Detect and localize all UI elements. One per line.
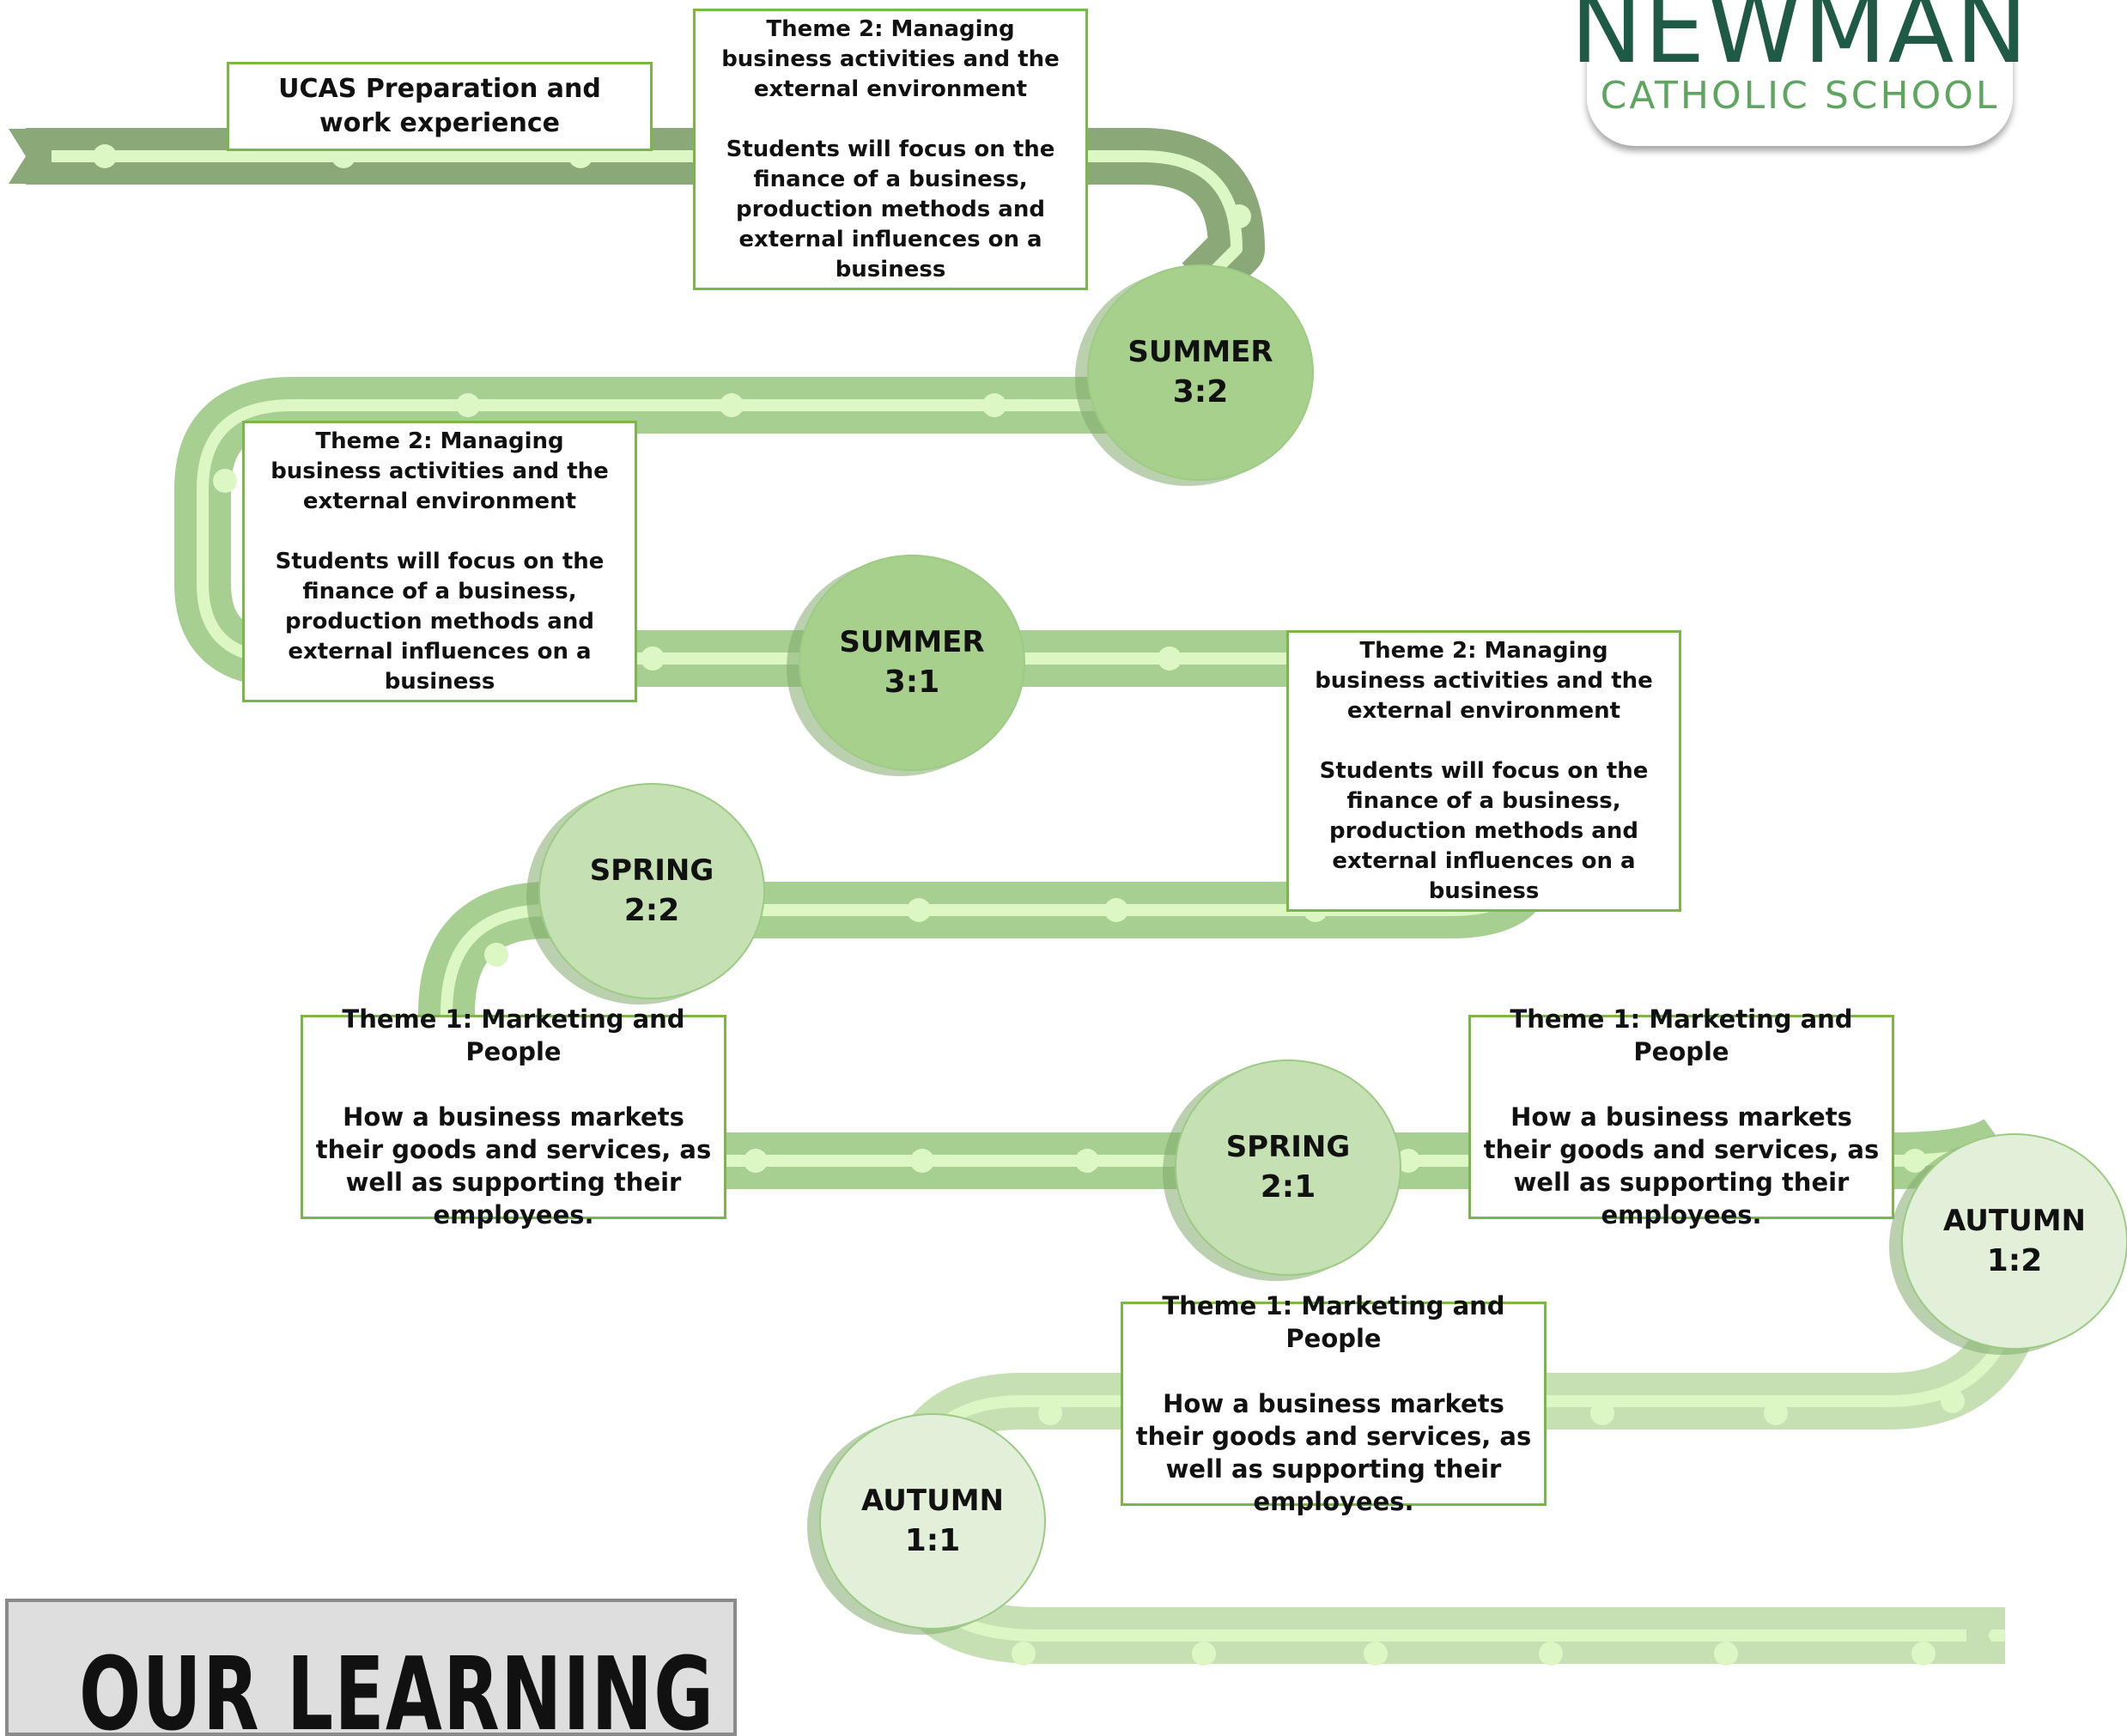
- node-term: SUMMER: [839, 625, 985, 659]
- road-end-bottom-right: [1966, 1607, 2005, 1664]
- road-milestone-dot: [1590, 1401, 1614, 1425]
- road-milestone-dot: [93, 144, 117, 168]
- node-number: 2:1: [1260, 1169, 1316, 1205]
- road-milestone-dot: [1911, 1642, 1936, 1666]
- road-milestone-dot: [484, 943, 508, 967]
- card-theme1-spring-2-1: Theme 1: Marketing and People How a busi…: [301, 1005, 726, 1229]
- node-term: AUTUMN: [1943, 1204, 2086, 1238]
- road-milestone-dot: [910, 1149, 934, 1173]
- road-milestone-dot: [1764, 1401, 1788, 1425]
- card-title: Theme 1: Marketing and People: [342, 1005, 685, 1066]
- road-milestone-dot: [1038, 1401, 1062, 1425]
- card-title: Theme 1: Marketing and People: [1510, 1005, 1853, 1066]
- road-milestone-dot: [1192, 1642, 1216, 1666]
- node-autumn-1-1: AUTUMN 1:1: [819, 1413, 1046, 1630]
- road-milestone-dot: [744, 1149, 768, 1173]
- card-title: Theme 2: Managing business activities an…: [1315, 637, 1653, 724]
- road-milestone-dot: [1941, 1389, 1965, 1413]
- card-title: Theme 1: Marketing and People: [1162, 1291, 1505, 1353]
- card-title: UCAS Preparation and work experience: [278, 74, 601, 138]
- node-term: AUTUMN: [861, 1484, 1004, 1518]
- road-milestone-dot: [1104, 898, 1128, 922]
- node-autumn-1-2: AUTUMN 1:2: [1901, 1133, 2127, 1350]
- road-milestone-dot: [1075, 1149, 1099, 1173]
- node-term: SPRING: [1225, 1130, 1351, 1164]
- card-description: Students will focus on the finance of a …: [275, 548, 605, 695]
- card-description: How a business markets their goods and s…: [1135, 1389, 1532, 1516]
- road-milestone-dot: [1158, 646, 1182, 671]
- road-milestone-dot: [720, 393, 744, 417]
- road-end-top-left: [9, 129, 52, 184]
- node-term: SPRING: [589, 853, 714, 888]
- card-description: How a business markets their goods and s…: [1483, 1102, 1880, 1229]
- school-logo: NEWMAN CATHOLIC SCHOOL: [1571, 0, 2027, 146]
- node-number: 1:1: [904, 1523, 961, 1558]
- card-ucas: UCAS Preparation and work experience: [227, 62, 653, 151]
- road-milestone-dot: [1012, 1642, 1036, 1666]
- road-milestone-dot: [213, 469, 237, 493]
- card-description: Students will focus on the finance of a …: [726, 136, 1055, 282]
- road-milestone-dot: [982, 393, 1006, 417]
- road-milestone-dot: [1396, 1149, 1420, 1173]
- road-milestone-dot: [1227, 204, 1251, 228]
- node-summer-3-1: SUMMER 3:1: [799, 555, 1025, 771]
- node-number: 1:2: [1986, 1243, 2043, 1278]
- road-milestone-dot: [1714, 1642, 1738, 1666]
- card-theme2-summer-3-2: Theme 2: Managing business activities an…: [693, 9, 1088, 290]
- card-description: How a business markets their goods and s…: [315, 1102, 712, 1229]
- banner-text: OUR LEARNING: [79, 1635, 715, 1736]
- road-milestone-dot: [907, 898, 931, 922]
- road-segment-summer-lane: [26, 150, 1243, 288]
- node-spring-2-2: SPRING 2:2: [538, 783, 765, 999]
- road-milestone-dot: [641, 646, 665, 671]
- road-milestone-dot: [1364, 1642, 1388, 1666]
- node-summer-3-2: SUMMER 3:2: [1087, 264, 1314, 481]
- node-spring-2-1: SPRING 2:1: [1175, 1059, 1401, 1276]
- card-title: Theme 2: Managing business activities an…: [270, 428, 609, 514]
- card-title: Theme 2: Managing business activities an…: [721, 15, 1060, 102]
- logo-subtitle: CATHOLIC SCHOOL: [1600, 74, 2000, 118]
- our-learning-banner: OUR LEARNING: [5, 1599, 737, 1736]
- node-term: SUMMER: [1127, 335, 1273, 369]
- card-theme2-summer-3-1: Theme 2: Managing business activities an…: [242, 421, 637, 702]
- road-milestone-dot: [1903, 1149, 1927, 1173]
- node-number: 2:2: [623, 893, 680, 928]
- road-milestone-dot: [1539, 1642, 1563, 1666]
- node-number: 3:1: [884, 665, 940, 700]
- node-number: 3:2: [1172, 374, 1229, 410]
- logo-name: NEWMAN: [1570, 0, 2030, 85]
- card-theme1-autumn-1-2: Theme 1: Marketing and People How a busi…: [1468, 1005, 1894, 1229]
- road-milestone-dot: [456, 393, 480, 417]
- card-theme1-autumn-1-1: Theme 1: Marketing and People How a busi…: [1121, 1291, 1547, 1516]
- card-description: Students will focus on the finance of a …: [1319, 757, 1649, 904]
- card-theme2-spring-2-2: Theme 2: Managing business activities an…: [1286, 630, 1681, 912]
